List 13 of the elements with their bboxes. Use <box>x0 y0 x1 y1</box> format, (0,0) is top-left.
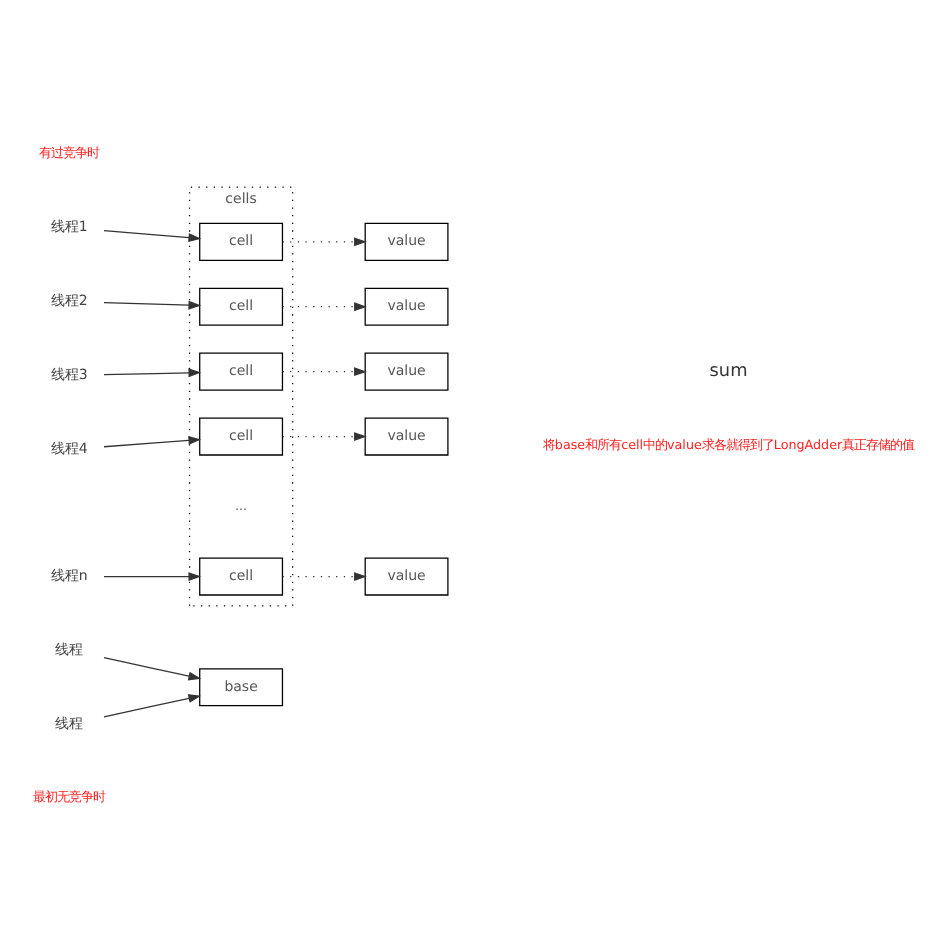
arrow <box>282 236 367 246</box>
arrow <box>282 571 367 580</box>
label: sum <box>709 361 748 382</box>
arrow <box>103 656 202 680</box>
arrow <box>282 431 367 440</box>
arrow <box>103 228 202 241</box>
arrow <box>103 693 202 717</box>
arrow <box>282 301 367 311</box>
arrow <box>103 367 202 377</box>
arrow <box>103 434 202 447</box>
arrow <box>103 299 202 309</box>
arrow <box>282 366 367 376</box>
arrow <box>103 571 202 580</box>
